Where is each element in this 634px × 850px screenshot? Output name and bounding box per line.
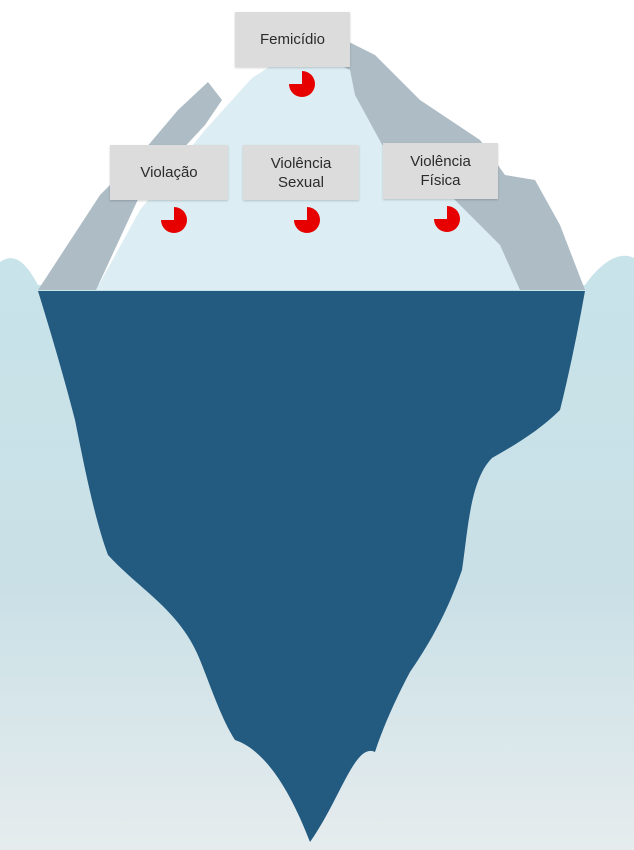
red-pie-marker-icon bbox=[294, 207, 320, 233]
label-violencia-sexual-line-2: Sexual bbox=[278, 173, 324, 191]
label-violencia-fisica: Violência Física bbox=[383, 143, 498, 199]
label-femicidio-text: Femicídio bbox=[259, 31, 326, 48]
red-pie-marker-icon bbox=[434, 206, 460, 232]
red-pie-marker-icon bbox=[161, 207, 187, 233]
label-violencia-sexual-line-1: Violência bbox=[270, 154, 332, 172]
label-violencia-sexual: Violência Sexual bbox=[243, 145, 359, 200]
label-violencia-fisica-line-1: Violência bbox=[410, 153, 471, 170]
label-violacao-text: Violação bbox=[140, 164, 198, 181]
label-femicidio: Femicídio bbox=[235, 12, 350, 67]
iceberg-underwater bbox=[38, 291, 585, 842]
label-violencia-fisica-line-2: Física bbox=[420, 172, 461, 189]
label-violacao: Violação bbox=[110, 145, 228, 200]
red-pie-marker-icon bbox=[289, 71, 315, 97]
